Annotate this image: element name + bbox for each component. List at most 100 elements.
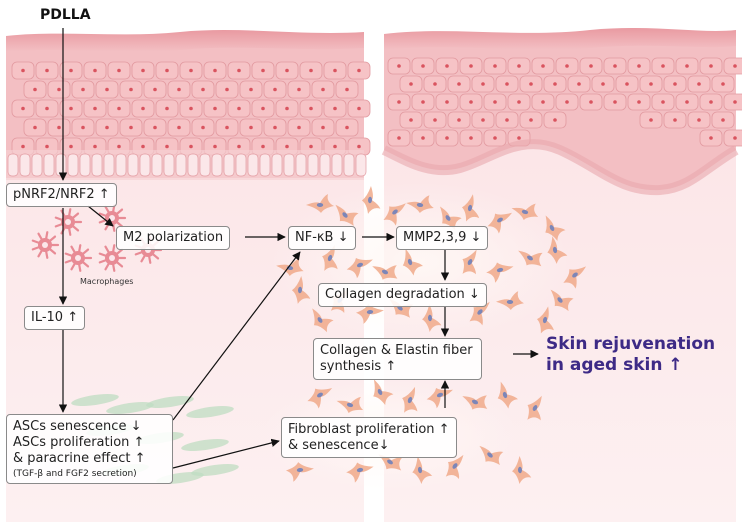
cell-nucleus [93,106,97,111]
outcome-line-1: Skin rejuvenation [546,334,716,354]
cell-nucleus [649,82,653,86]
left-basal-layer [7,153,367,177]
fibroblast-nucleus [557,297,563,303]
fibroblast-nucleus [366,309,374,315]
fibroblast-cell [512,456,532,485]
fibroblast-nucleus [552,246,558,254]
fibroblast-cell [547,236,568,264]
fibroblast-nucleus [496,267,504,273]
fibroblast-cell [383,203,406,226]
fibroblast-body [486,262,514,283]
macrophages-label: Macrophages [80,277,134,286]
fibroblast-nucleus [532,405,538,411]
node-ascs: ASCs senescence ↓ ASCs proliferation ↑ &… [6,414,173,484]
basal-cell [127,153,139,177]
fibroblast-cell [361,186,381,214]
cell-nucleus [445,136,449,140]
basal-cell [211,153,223,177]
epidermal-cell [723,57,742,75]
fibroblast-cell [373,379,394,406]
basal-cell [43,153,55,177]
fibroblast-nucleus [527,255,533,261]
fibroblast-cell [487,212,513,234]
cell-nucleus [445,64,449,68]
cell-nucleus [273,125,277,130]
fibroblast-nucleus [416,202,424,208]
cell-nucleus [481,82,485,86]
fibroblast-nucleus [517,466,523,474]
fibroblast-cell [496,291,524,311]
cell-nucleus [613,100,617,104]
cell-nucleus [733,64,737,68]
fibroblast-cell [479,445,504,465]
cell-nucleus [625,82,629,86]
fibroblast-line-2: & senescence↓ [288,438,390,453]
fibroblast-cell [518,250,543,267]
node-mmp: MMP2,3,9 ↓ [396,226,489,250]
fibroblast-line-1: Fibroblast proliferation ↑ [288,422,450,437]
cell-nucleus [709,136,713,140]
cell-nucleus [297,125,301,130]
fibroblast-nucleus [436,392,444,398]
cell-nucleus [285,68,289,73]
basal-cell [67,153,79,177]
cell-nucleus [529,118,533,122]
fibroblast-nucleus [452,463,458,469]
fibroblast-nucleus [549,225,555,231]
cell-nucleus [333,68,337,73]
fibroblast-cell [402,248,424,276]
cell-nucleus [469,100,473,104]
cell-nucleus [661,100,665,104]
macrophage-nucleus [65,219,71,225]
outcome-line-2: in aged skin ↑ [546,355,683,375]
fibroblast-body [563,266,587,289]
macrophage-cells [31,204,163,272]
fibroblast-cell [335,204,359,226]
cell-nucleus [661,64,665,68]
cell-nucleus [309,68,313,73]
fibroblast-nucleus [417,466,423,474]
fibroblast-cell [378,454,403,471]
cell-nucleus [733,100,737,104]
cell-nucleus [285,144,289,149]
basal-cell [355,153,367,177]
cell-nucleus [333,106,337,111]
cell-nucleus [21,144,25,149]
basal-cell [187,153,199,177]
cell-nucleus [409,82,413,86]
fibroblast-nucleus [521,209,529,215]
basal-cell [55,153,67,177]
fibroblast-nucleus [542,316,548,324]
cell-nucleus [165,106,169,111]
cell-nucleus [81,87,85,92]
cell-nucleus [117,144,121,149]
node-nrf2: pNRF2/NRF2 ↑ [6,183,117,207]
fibroblast-body [439,206,462,231]
macrophage-nucleus [42,242,48,248]
cell-nucleus [493,64,497,68]
fibroblast-cell [402,386,418,413]
cell-nucleus [493,136,497,140]
pathway-arrows [58,28,539,469]
cell-nucleus [189,106,193,111]
ascs-note: (TGF-β and FGF2 secretion) [13,469,137,479]
fibroblast-nucleus [467,204,473,212]
cell-nucleus [637,64,641,68]
cell-nucleus [577,82,581,86]
fibroblast-nucleus [356,467,364,473]
fibroblast-nucleus [381,269,389,275]
cell-nucleus [345,125,349,130]
cell-nucleus [649,118,653,122]
cell-nucleus [153,87,157,92]
fibroblast-cell [486,262,514,283]
cell-nucleus [589,100,593,104]
cell-nucleus [469,64,473,68]
cell-nucleus [685,64,689,68]
cell-nucleus [553,118,557,122]
ascs-line-2: ASCs proliferation ↑ [13,435,145,450]
basal-cell [271,153,283,177]
fibroblast-nucleus [377,388,383,396]
cell-nucleus [409,118,413,122]
cell-nucleus [357,144,361,149]
asc-cell [106,402,154,414]
